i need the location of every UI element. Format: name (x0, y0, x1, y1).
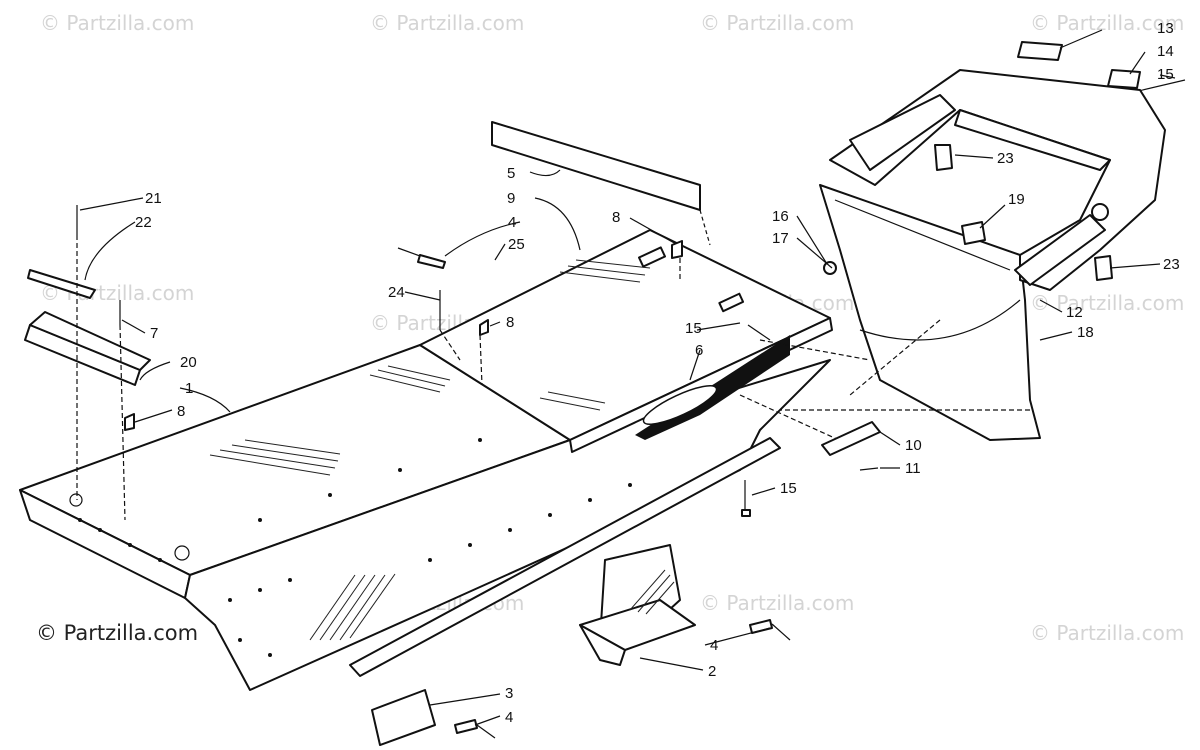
callout-7: 7 (150, 325, 158, 342)
bumper-left-grip (849, 94, 956, 171)
callout-13: 13 (1157, 20, 1174, 37)
nut-16 (823, 261, 837, 275)
callout-21: 21 (145, 190, 162, 207)
watermark: © Partzilla.com (1030, 11, 1184, 35)
copyright-text: © Partzilla.com (36, 621, 198, 645)
callout-15: 15 (685, 320, 702, 337)
watermark: © Partzilla.com (700, 591, 854, 615)
callout-10: 10 (905, 437, 922, 454)
callout-4: 4 (508, 214, 516, 231)
callout-24: 24 (388, 284, 405, 301)
callout-14: 14 (1157, 43, 1174, 60)
rivet-4 (417, 254, 446, 269)
callout-15: 15 (1157, 66, 1174, 83)
plug-8 (671, 240, 683, 259)
callout-8: 8 (177, 403, 185, 420)
watermark: © Partzilla.com (700, 11, 854, 35)
seat-strip (491, 121, 701, 211)
small-strap (27, 269, 96, 299)
reflector (821, 421, 881, 456)
bracket-hatch (629, 569, 675, 615)
bumper-crossbar (954, 109, 1111, 171)
callout-11: 11 (905, 460, 921, 477)
bolt-15 (741, 509, 751, 517)
callout-20: 20 (180, 354, 197, 371)
callout-8: 8 (506, 314, 514, 331)
leader-lines (79, 29, 1176, 726)
plate-hatching (539, 259, 651, 411)
callout-19: 19 (1008, 191, 1025, 208)
clip-23 (934, 144, 953, 171)
callout-22: 22 (135, 214, 152, 231)
callout-9: 9 (507, 190, 515, 207)
left-bracket-flange (29, 311, 151, 371)
rivet-4 (749, 619, 773, 634)
watermark: © Partzilla.com (1030, 291, 1184, 315)
callout-15: 15 (780, 480, 797, 497)
watermark: © Partzilla.com (40, 11, 194, 35)
callout-12: 12 (1066, 304, 1083, 321)
fasteners (76, 79, 1186, 739)
license-plate (371, 689, 436, 746)
decal-13 (1017, 41, 1063, 61)
callout-3: 3 (505, 685, 513, 702)
callout-4: 4 (505, 709, 513, 726)
tunnel-side-hatching (309, 573, 396, 641)
bumper-right-grip (1014, 214, 1106, 286)
bracket-fold (579, 624, 626, 666)
callout-23: 23 (1163, 256, 1180, 273)
plug-8 (124, 413, 135, 431)
callout-4: 4 (710, 637, 718, 654)
plug-8 (479, 319, 489, 336)
tunnel-part (19, 344, 831, 691)
tunnel-rail (349, 437, 781, 677)
clip-23 (1094, 255, 1113, 281)
callout-23: 23 (997, 150, 1014, 167)
callout-18: 18 (1077, 324, 1094, 341)
callout-16: 16 (772, 208, 789, 225)
rivet-4 (454, 719, 478, 734)
callout-25: 25 (508, 236, 525, 253)
tunnel-rivets (69, 438, 632, 657)
rear-bumper (829, 69, 1166, 291)
rear-bracket (579, 544, 696, 666)
callout-17: 17 (772, 230, 789, 247)
watermark: © Partzilla.com (1030, 621, 1184, 645)
watermark: © Partzilla.com (370, 11, 524, 35)
tunnel-top-hatching (209, 365, 451, 476)
callout-5: 5 (507, 165, 515, 182)
bumper-knob (1091, 203, 1109, 221)
callout-6: 6 (695, 342, 703, 359)
callout-labels: 1 2 3 4 4 4 5 6 7 8 8 8 9 10 11 12 13 14… (135, 20, 1180, 726)
clip-19 (961, 221, 986, 245)
side-decal (635, 335, 790, 440)
plate-slot (718, 292, 745, 313)
callout-2: 2 (708, 663, 716, 680)
callout-1: 1 (185, 380, 193, 397)
callout-8: 8 (612, 209, 620, 226)
decal-14 (1107, 69, 1141, 89)
plate-slot (638, 246, 666, 268)
